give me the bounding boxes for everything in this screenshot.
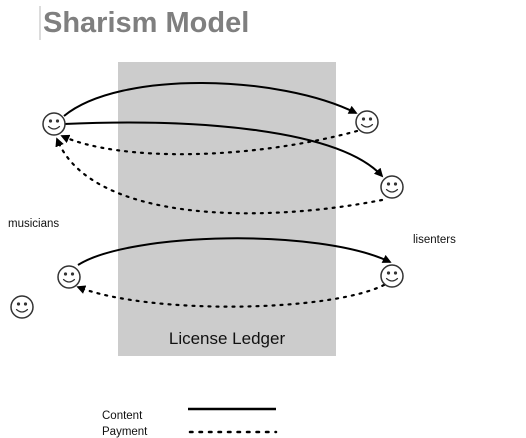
listener-1-smiley-icon xyxy=(355,110,379,134)
license-ledger-region xyxy=(118,62,336,356)
payment-flows xyxy=(55,129,386,308)
legend: Content Payment xyxy=(102,407,278,438)
musician-1-smiley-icon xyxy=(42,112,66,136)
content-arrow-musician1-listener1 xyxy=(63,82,358,117)
legend-content-label: Content xyxy=(102,410,143,422)
payment-arrow-listener1-musician1 xyxy=(60,129,359,156)
content-arrow-musician2-listener3 xyxy=(77,237,392,266)
legend-payment-label: Payment xyxy=(102,426,148,438)
listener-2-smiley-icon xyxy=(380,175,404,199)
musicians-label: musicians xyxy=(8,218,59,230)
content-flows xyxy=(63,82,392,266)
listeners-label: lisenters xyxy=(413,234,456,246)
page-title: Sharism Model xyxy=(43,7,249,39)
listener-3-smiley-icon xyxy=(380,264,404,288)
musician-2-smiley-icon xyxy=(57,265,81,289)
musician-3-smiley-icon xyxy=(10,295,34,319)
license-ledger-label: License Ledger xyxy=(169,329,286,348)
content-arrow-musician1-listener2 xyxy=(63,121,384,178)
